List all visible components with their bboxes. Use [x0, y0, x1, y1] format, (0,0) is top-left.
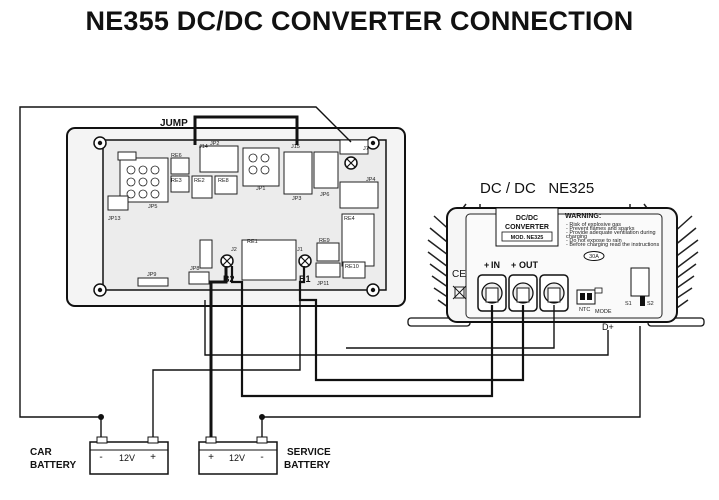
connector-label: JP6: [320, 192, 329, 198]
connector-label: J7: [363, 146, 369, 152]
connector-label: JP9: [147, 272, 156, 278]
plus-sign: +: [484, 260, 489, 270]
connector-label: JP11: [317, 281, 329, 287]
wire-b2-service-plus: [209, 266, 228, 440]
car-battery-label: BATTERY: [30, 460, 76, 471]
s2-label: S2: [647, 301, 654, 307]
connector-label: JP1: [256, 186, 265, 192]
ne325-converter: DC / DC NE325 DC/DC CONVERTER MOD. NE325…: [407, 180, 705, 332]
car-battery-voltage: 12V: [119, 453, 135, 463]
mounting-hole: [366, 136, 380, 150]
service-battery-minus: -: [260, 452, 263, 463]
mounting-hole: [93, 283, 107, 297]
connector-label: RE8: [218, 178, 229, 184]
connector-label: JP13: [108, 216, 121, 222]
badge-line1: DC/DC: [516, 215, 538, 222]
in-label: IN: [491, 260, 500, 270]
page-title: NE355 DC/DC CONVERTER CONNECTION: [85, 6, 634, 36]
badge-line2: CONVERTER: [505, 224, 549, 231]
car-battery-plus: +: [150, 452, 156, 463]
wire-b1-car-plus: [152, 300, 301, 440]
connector-label: RE1: [247, 239, 258, 245]
warning-line: - Before charging read the instructions: [566, 242, 659, 248]
connector-label: JP3: [292, 196, 301, 202]
warning-line: - Do not expose to rain: [566, 238, 622, 244]
connector-label: JP4: [366, 177, 375, 183]
warning-line: - Provide adequate ventilation during: [566, 230, 656, 236]
connector-label: RE10: [345, 264, 359, 270]
ne355-panel: JUMP J14 J15 JP2 RE6 RE3 RE2 RE8 JP1 JP3…: [66, 118, 406, 307]
connector-label: RE2: [194, 178, 205, 184]
fuse-label: 30A: [589, 254, 599, 260]
connector-label: RE6: [171, 153, 182, 159]
terminal-out-plus: [508, 274, 538, 312]
connector-label: RE3: [171, 178, 182, 184]
connector-label: JP2: [210, 141, 219, 147]
ce-mark: CE: [452, 269, 466, 280]
model-label: MOD. NE325: [511, 235, 544, 241]
wire-ground: [346, 305, 555, 349]
terminal-label: B2: [223, 274, 235, 284]
connector-label: JP8: [190, 266, 199, 272]
wiring: [19, 106, 641, 442]
connector-label: J14: [199, 144, 208, 150]
recycle-bin-icon: [452, 285, 467, 300]
service-battery-voltage: 12V: [229, 453, 245, 463]
s1-label: S1: [625, 301, 632, 307]
connector-label: JP5: [148, 204, 157, 210]
connector-label: J1: [297, 247, 303, 253]
jump-label: JUMP: [160, 118, 188, 129]
terminal-d-plus-board: [344, 156, 358, 170]
connector-label: J2: [231, 247, 237, 253]
converter-heading: DC / DC NE325: [480, 180, 594, 197]
terminal-b1: [298, 254, 312, 268]
warning-title: WARNING:: [565, 213, 601, 220]
mounting-hole: [93, 136, 107, 150]
connector-label: RE9: [319, 238, 330, 244]
service-battery-label: SERVICE: [287, 447, 331, 458]
out-label: OUT: [519, 260, 539, 270]
mounting-hole: [366, 283, 380, 297]
car-battery-label: CAR: [30, 447, 52, 458]
service-battery: + - 12V: [198, 436, 278, 475]
connector-label: J15: [291, 144, 300, 150]
jumper-wire: [193, 115, 299, 145]
wire-b1-out: [298, 266, 525, 382]
warning-line: charging: [566, 234, 587, 240]
wire-service-negative: [261, 326, 641, 440]
car-battery-minus: -: [99, 452, 102, 463]
mode-label: MODE: [595, 309, 612, 315]
service-battery-plus: +: [208, 452, 214, 463]
warning-line: - Risk of explosive gas: [566, 222, 621, 228]
wire-car-negative: [19, 106, 352, 418]
service-battery-label: BATTERY: [284, 460, 330, 471]
d-plus-label: D+: [602, 322, 614, 332]
plus-sign: +: [511, 260, 516, 270]
terminal-b2: [220, 254, 234, 268]
wire-d-plus: [204, 300, 609, 356]
terminal-ground: [539, 274, 569, 312]
ntc-label: NTC: [579, 307, 590, 313]
warning-line: - Prevent flames and sparks: [566, 226, 635, 232]
car-battery: - + 12V: [89, 436, 169, 475]
terminal-in-plus: [477, 274, 507, 312]
connector-label: RE4: [344, 216, 355, 222]
